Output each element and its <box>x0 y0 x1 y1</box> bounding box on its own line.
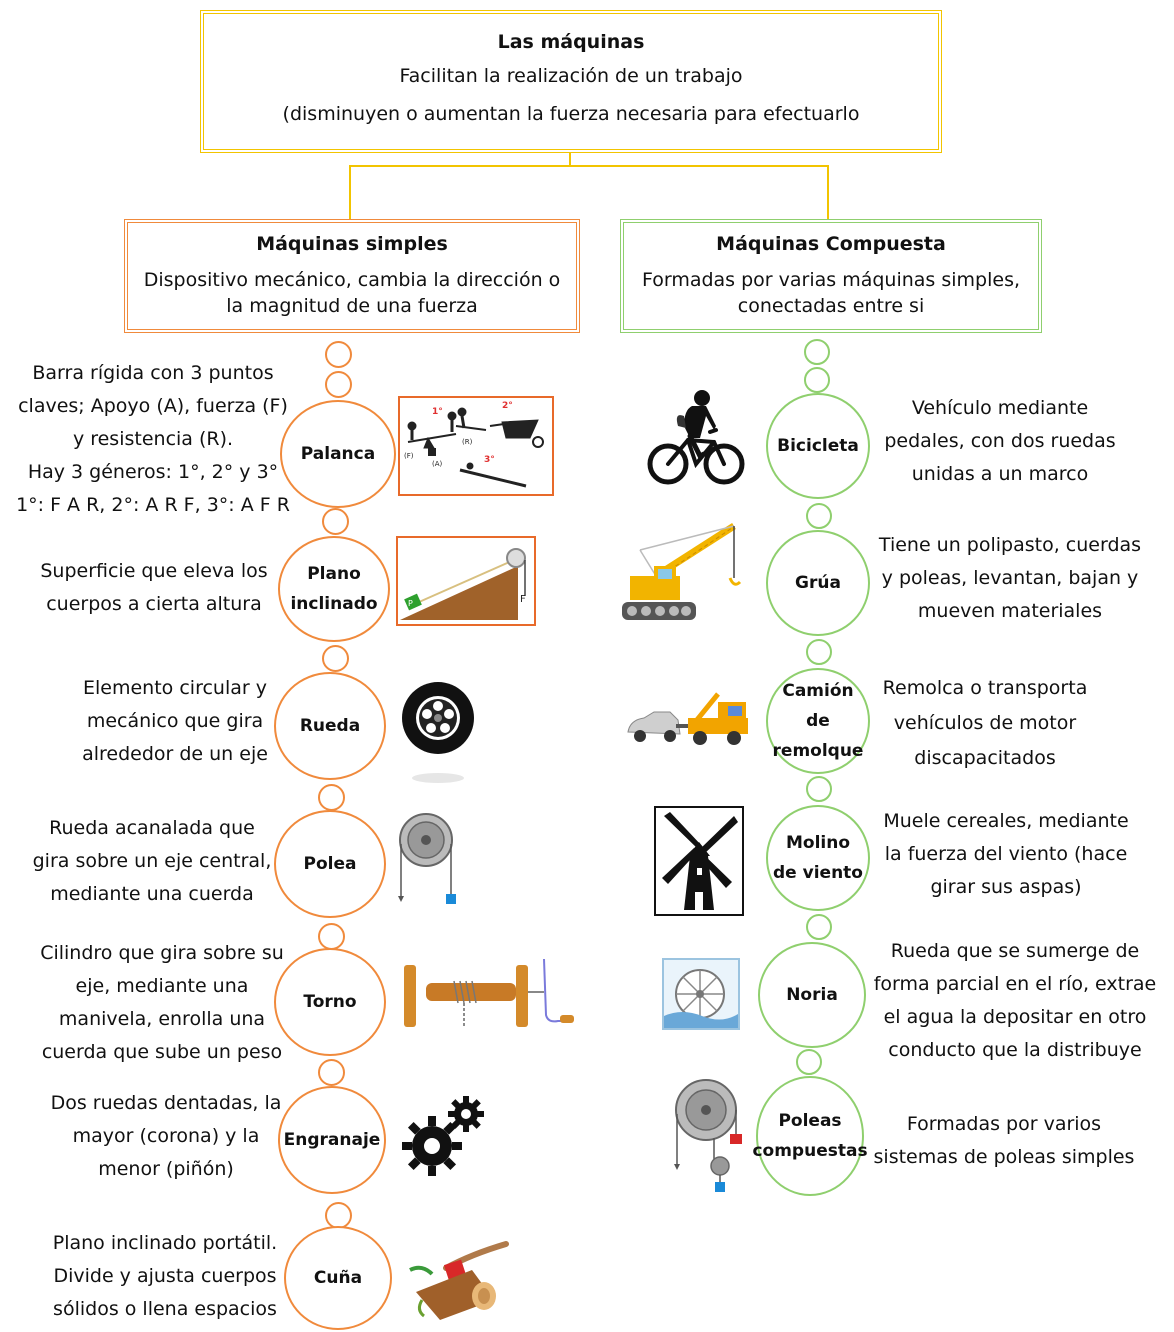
node-label-line: Plano <box>307 564 361 584</box>
desc-cuna: Plano inclinado portátil. Divide y ajust… <box>52 1232 278 1320</box>
desc-bicicleta: Vehículo mediante pedales, con dos rueda… <box>884 397 1116 485</box>
wheel-icon <box>402 682 474 783</box>
chain-dot <box>806 503 832 529</box>
desc-noria: Rueda que se sumerge de forma parcial en… <box>873 940 1157 1061</box>
node-bicicleta: Bicicleta <box>766 393 870 499</box>
chain-dot <box>325 341 352 368</box>
pulley-icon <box>398 813 456 904</box>
windmill-icon <box>654 806 744 916</box>
desc-polea: Rueda acanalada que gira sobre un eje ce… <box>32 817 272 905</box>
main-line-2: (disminuyen o aumentan la fuerza necesar… <box>282 102 860 125</box>
node-cuna: Cuña <box>284 1226 392 1330</box>
water-wheel-icon <box>662 958 740 1030</box>
node-noria: Noria <box>758 942 866 1048</box>
main-line-1: Facilitan la realización de un trabajo <box>399 64 743 87</box>
node-palanca: Palanca <box>280 400 396 508</box>
node-rueda: Rueda <box>274 672 386 780</box>
main-concept-box: Las máquinas Facilitan la realización de… <box>200 10 942 153</box>
wedge-log-icon <box>409 1241 509 1320</box>
lever-label-a: (A) <box>432 460 443 468</box>
node-grua: Grúa <box>766 530 870 636</box>
chain-dot <box>318 784 345 811</box>
simple-line-1: Dispositivo mecánico, cambia la direcció… <box>143 269 561 291</box>
compound-line-1: Formadas por varias máquinas simples, <box>641 269 1021 291</box>
node-polea: Polea <box>274 810 386 918</box>
node-molino-viento: Molino de viento <box>766 805 870 911</box>
chain-dot <box>804 367 830 393</box>
crane-icon <box>622 523 742 620</box>
node-poleas-compuestas: Poleas compuestas <box>752 1076 868 1196</box>
main-title: Las máquinas <box>497 30 645 53</box>
chain-dot <box>318 1059 345 1086</box>
lever-illustration: 1° 2° 3° (F) (A) (R) <box>398 396 554 496</box>
lever-class-1: 1° <box>432 407 443 417</box>
incline-weight-label: P <box>408 599 413 608</box>
desc-palanca: Barra rígida con 3 puntos claves; Apoyo … <box>16 362 290 516</box>
compound-machines-box: Máquinas Compuesta Formadas por varias m… <box>620 219 1042 333</box>
desc-torno: Cilindro que gira sobre su eje, mediante… <box>40 942 284 1063</box>
bicycle-icon <box>647 390 745 485</box>
chain-dot <box>804 339 830 365</box>
desc-poleas-compuestas: Formadas por varios sistemas de poleas s… <box>873 1113 1135 1168</box>
node-plano-inclinado: Plano inclinado <box>278 536 390 642</box>
chain-dot <box>322 645 349 672</box>
chain-dot <box>806 914 832 940</box>
chain-dot <box>325 1202 352 1229</box>
chain-dot <box>806 639 832 665</box>
node-label-line: inclinado <box>290 594 378 614</box>
desc-molino-viento: Muele cereales, mediante la fuerza del v… <box>883 810 1129 898</box>
simple-machines-box: Máquinas simples Dispositivo mecánico, c… <box>124 219 580 333</box>
simple-line-2: la magnitud de una fuerza <box>226 295 478 317</box>
simple-title: Máquinas simples <box>256 233 448 255</box>
winch-icon <box>404 958 574 1027</box>
chain-dot <box>318 923 345 950</box>
compound-title: Máquinas Compuesta <box>716 233 946 255</box>
desc-grua: Tiene un polipasto, cuerdas y poleas, le… <box>878 534 1142 622</box>
gears-icon <box>402 1096 484 1176</box>
incline-force-label: F <box>520 594 526 605</box>
chain-dot <box>806 776 832 802</box>
inclined-plane-illustration: F P <box>396 536 536 626</box>
chain-dot <box>325 371 352 398</box>
lever-class-3: 3° <box>484 455 495 465</box>
chain-dot <box>322 508 349 535</box>
lever-class-2: 2° <box>502 401 513 411</box>
compound-pulleys-icon <box>674 1079 742 1192</box>
chain-dot <box>796 1049 822 1075</box>
desc-rueda: Elemento circular y mecánico que gira al… <box>82 677 268 765</box>
desc-engranaje: Dos ruedas dentadas, la mayor (corona) y… <box>50 1092 282 1180</box>
desc-plano-inclinado: Superficie que eleva los cuerpos a ciert… <box>40 560 268 615</box>
lever-label-f: (F) <box>404 452 414 460</box>
compound-line-2: conectadas entre si <box>737 295 925 317</box>
node-camion-remolque: Camión de remolque <box>766 668 870 774</box>
desc-camion-remolque: Remolca o transporta vehículos de motor … <box>882 676 1088 769</box>
lever-label-r: (R) <box>462 438 473 446</box>
tow-truck-icon <box>627 692 748 745</box>
node-torno: Torno <box>274 948 386 1056</box>
node-engranaje: Engranaje <box>278 1086 386 1194</box>
